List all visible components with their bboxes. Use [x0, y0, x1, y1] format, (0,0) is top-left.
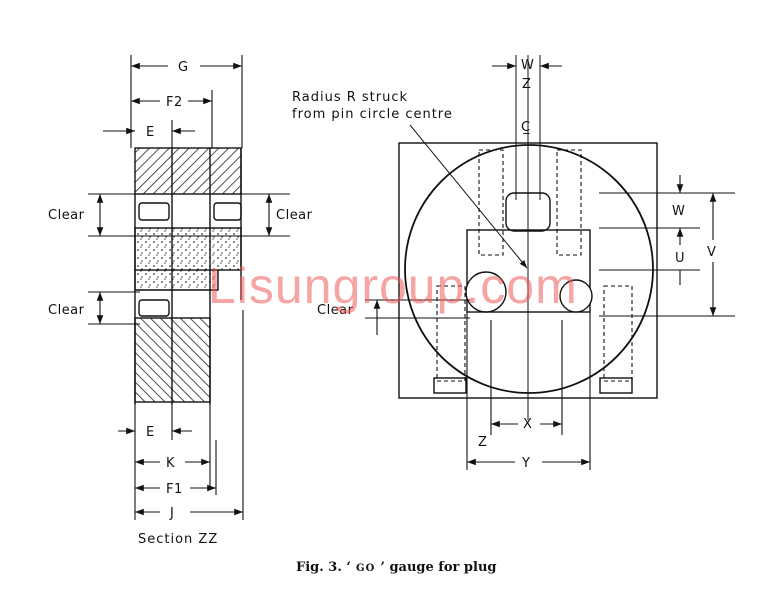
dim-y-label: Y — [521, 456, 530, 471]
caption-suffix: ’ gauge for plug — [380, 560, 496, 575]
dim-e-top-label: E — [146, 125, 155, 140]
dim-f1-label: F1 — [166, 482, 183, 497]
dim-j-label: J — [169, 506, 174, 521]
right-dimensions — [365, 62, 735, 470]
radius-note-line1: Radius R struck — [292, 90, 408, 105]
pin-circle — [404, 144, 654, 394]
watermark-text: Lisungroup.com — [208, 258, 578, 314]
figure-caption: Fig. 3. ‘ GO ’ gauge for plug — [296, 556, 497, 575]
dim-z-bottom-label: Z — [478, 435, 487, 450]
pin-shoulder-upper-right — [213, 202, 242, 221]
dim-v-label: V — [707, 245, 716, 260]
pin-shoulder-lower — [138, 299, 170, 317]
dim-w-right-label: W — [672, 204, 685, 219]
clear-label-left-1: Clear — [48, 208, 85, 223]
caption-go: GO — [356, 563, 375, 574]
caption-prefix: Fig. 3. ‘ — [296, 560, 351, 575]
dim-f2-label: F2 — [166, 95, 183, 110]
dim-g-label: G — [178, 60, 189, 75]
radius-note-line2: from pin circle centre — [292, 107, 453, 122]
block-middle — [134, 227, 242, 271]
section-zz-title: Section ZZ — [138, 532, 218, 547]
dim-z-top-label: Z — [522, 77, 531, 92]
dim-e-bottom-label: E — [146, 425, 155, 440]
clear-label-plan: Clear — [317, 303, 354, 318]
pin-shoulder-upper-left — [138, 202, 170, 221]
left-dimensions — [88, 55, 290, 520]
clear-label-right: Clear — [276, 208, 313, 223]
dim-k-label: K — [166, 456, 175, 471]
dim-u-label: U — [675, 251, 685, 266]
dim-w-top-label: W — [521, 58, 534, 73]
clear-label-left-2: Clear — [48, 303, 85, 318]
section-zz-view — [134, 147, 242, 405]
dim-x-label: X — [523, 417, 532, 432]
centerline-symbol: C̲ — [521, 120, 531, 135]
block-top — [134, 147, 242, 195]
plan-view — [398, 55, 658, 420]
